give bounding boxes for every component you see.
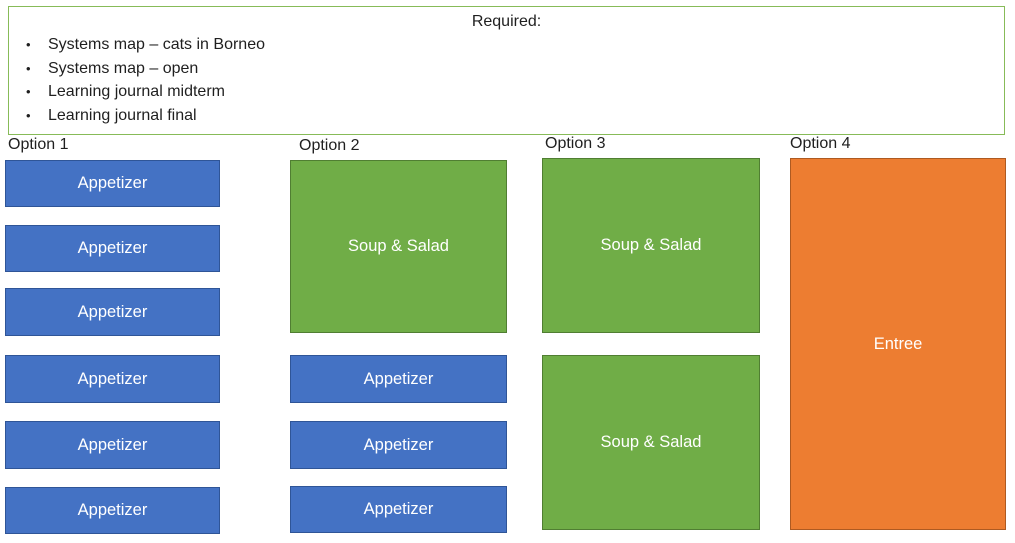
option3-soup-salad-box: Soup & Salad xyxy=(542,355,760,530)
box-label: Appetizer xyxy=(77,174,148,192)
option1-appetizer-box: Appetizer xyxy=(5,225,220,272)
bullet-dot-icon: • xyxy=(26,60,31,76)
box-label: Soup & Salad xyxy=(600,236,702,254)
box-label: Soup & Salad xyxy=(600,433,702,451)
required-item-text: Systems map – open xyxy=(48,59,199,77)
column-header-option-2: Option 2 xyxy=(299,137,360,154)
bullet-dot-icon: • xyxy=(26,37,31,52)
box-label: Appetizer xyxy=(363,369,434,388)
option1-appetizer-box: Appetizer xyxy=(5,487,220,534)
option3-soup-salad-box: Soup & Salad xyxy=(542,158,760,333)
option2-appetizer-box: Appetizer xyxy=(290,486,507,533)
required-title: Required: xyxy=(471,13,542,30)
required-item-text: Systems map – cats in Borneo xyxy=(48,36,265,53)
option1-appetizer-box: Appetizer xyxy=(5,421,220,469)
box-label: Soup & Salad xyxy=(348,237,449,255)
required-item: • Learning journal midterm xyxy=(26,83,265,107)
box-label: Appetizer xyxy=(77,435,148,454)
bullet-dot-icon: • xyxy=(26,84,31,99)
required-item: • Systems map – open xyxy=(26,60,265,84)
option2-appetizer-box: Appetizer xyxy=(290,355,507,403)
box-label: Appetizer xyxy=(77,302,148,321)
option1-appetizer-box: Appetizer xyxy=(5,288,220,336)
box-label: Appetizer xyxy=(77,501,148,519)
bullet-dot-icon: • xyxy=(26,107,31,123)
box-label: Entree xyxy=(873,334,923,353)
option1-appetizer-box: Appetizer xyxy=(5,160,220,207)
column-header-option-3: Option 3 xyxy=(545,135,606,152)
required-item: • Learning journal final xyxy=(26,107,265,131)
required-box: Required: • Systems map – cats in Borneo… xyxy=(8,6,1005,135)
column-header-option-4: Option 4 xyxy=(790,135,851,152)
option1-appetizer-box: Appetizer xyxy=(5,355,220,403)
column-header-option-1: Option 1 xyxy=(8,136,69,153)
box-label: Appetizer xyxy=(363,435,434,454)
required-item: • Systems map – cats in Borneo xyxy=(26,36,265,60)
box-label: Appetizer xyxy=(77,369,148,388)
required-list: • Systems map – cats in Borneo • Systems… xyxy=(26,36,265,130)
box-label: Appetizer xyxy=(363,500,434,518)
option2-soup-salad-box: Soup & Salad xyxy=(290,160,507,333)
option2-appetizer-box: Appetizer xyxy=(290,421,507,469)
required-item-text: Learning journal final xyxy=(48,106,197,124)
box-label: Appetizer xyxy=(77,239,148,257)
required-item-text: Learning journal midterm xyxy=(48,83,225,100)
option4-entree-box: Entree xyxy=(790,158,1006,530)
